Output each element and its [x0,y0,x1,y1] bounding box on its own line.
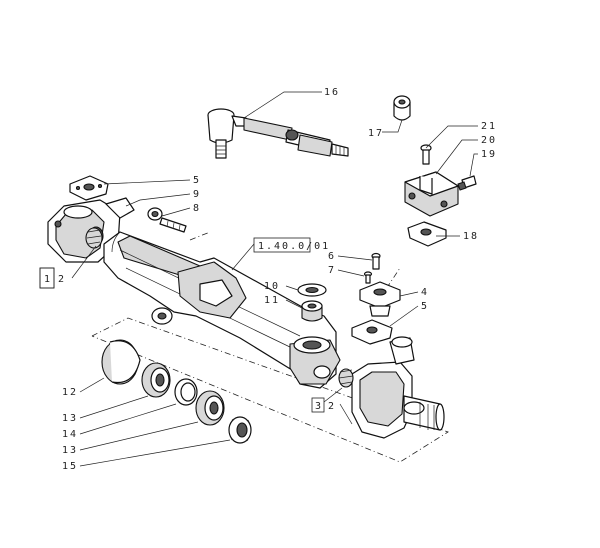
callout-20: 20 [481,135,497,146]
screw-19 [457,175,477,191]
callout-16: 16 [324,87,340,98]
callout-5-left: 5 [193,175,201,186]
callout-18: 18 [463,231,479,242]
bushing-11 [301,300,323,322]
callout-13-b: 13 [62,445,78,456]
group-right: 3 2 [311,397,336,413]
callout-14: 14 [62,429,78,440]
nut-15 [228,416,252,444]
axle-beam [103,231,341,389]
bearing-13b [195,390,225,426]
callout-8: 8 [193,203,201,214]
bolt-21 [420,144,432,165]
callouts: 16 17 21 20 19 18 5 9 8 6 7 4 5 10 11 12… [62,87,497,472]
group-left-num: 2 [58,274,66,285]
right-knuckle [351,336,445,439]
plate-5-right [351,319,393,345]
boot-left [85,227,103,249]
callout-9: 9 [193,189,201,200]
callout-13-a: 13 [62,413,78,424]
plate-4 [359,281,401,317]
stop-block [404,171,459,217]
group-right-num: 2 [328,401,336,412]
group-left: 1 2 [39,267,66,289]
callout-11: 11 [264,295,280,306]
boot-right [338,368,354,388]
leader-dashed-right [371,267,401,311]
callout-17: 17 [368,128,384,139]
tie-rod [207,108,349,159]
bolt-8 [159,217,187,233]
washer-9 [147,207,163,221]
callout-6: 6 [328,251,336,262]
reference-label: 1.40.0/01 [258,241,330,252]
seal-12 [101,339,141,385]
callout-15: 15 [62,461,78,472]
callout-12: 12 [62,387,78,398]
callout-21: 21 [481,121,497,132]
leader-dashed-top [189,231,211,241]
bolt-6 [371,252,381,270]
callout-19: 19 [481,149,497,160]
bearing-13a [141,362,171,398]
leader-lines [71,91,478,467]
callout-5-right: 5 [421,301,429,312]
group-left-box: 1 [44,274,52,285]
callout-10: 10 [264,281,280,292]
plate-18 [407,221,447,247]
bolt-7 [363,271,373,284]
callout-4: 4 [421,287,429,298]
ring-14 [174,378,198,406]
assembly-outline [91,317,449,463]
reference-box: 1.40.0/01 [253,237,330,253]
plate-5-left [69,175,109,201]
washer-10 [297,283,327,297]
group-right-box: 3 [315,401,323,412]
bushing [393,95,411,121]
callout-7: 7 [328,265,336,276]
